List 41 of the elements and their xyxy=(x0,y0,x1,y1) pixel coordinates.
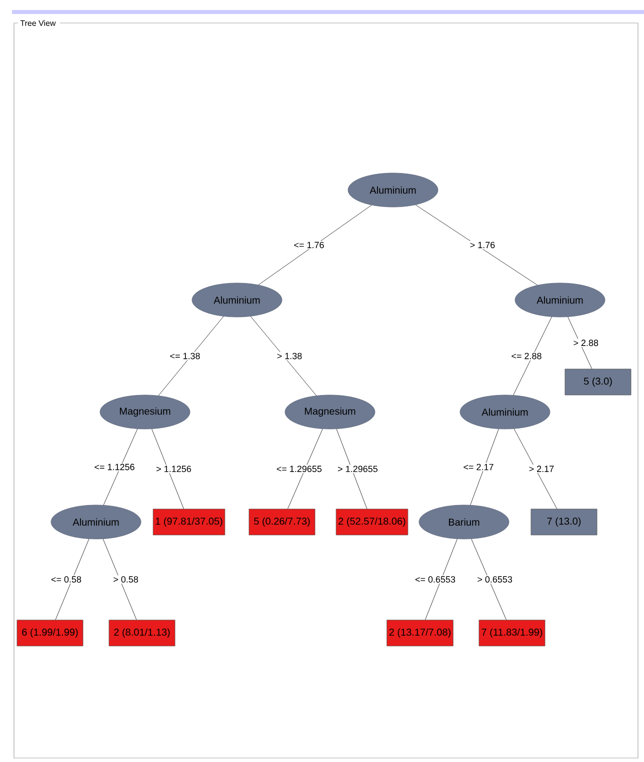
edge-line xyxy=(152,428,184,509)
edge-label: <= 2.17 xyxy=(462,462,495,472)
edge-line xyxy=(336,428,368,509)
edge-label: > 1.38 xyxy=(276,352,304,360)
edge-line xyxy=(103,428,138,506)
edge-label: > 0.6553 xyxy=(476,575,514,584)
edge-line xyxy=(415,204,538,286)
edge-label: > 1.1256 xyxy=(155,464,192,474)
leaf-box: 1 (97.81/37.05) xyxy=(152,508,226,536)
edge-label: <= 1.38 xyxy=(168,352,202,360)
edge-line xyxy=(158,316,224,396)
edge-label: > 1.29655 xyxy=(336,464,379,474)
leaf-box: 5 (3.0) xyxy=(564,368,632,396)
leaf-box: 2 (52.57/18.06) xyxy=(336,508,408,536)
edge-line xyxy=(288,428,323,509)
leaf-box: 7 (11.83/1.99) xyxy=(478,620,546,646)
edge-label: > 0.58 xyxy=(112,575,140,584)
edge-line xyxy=(470,428,499,506)
edge-label: <= 1.29655 xyxy=(275,464,323,474)
edge-label: > 2.88 xyxy=(572,338,600,348)
edge-line xyxy=(258,204,372,286)
edge-label: <= 1.1256 xyxy=(93,462,136,472)
leaf-box: 6 (1.99/1.99) xyxy=(16,620,84,646)
edge-line xyxy=(425,538,458,620)
edge-line xyxy=(514,428,558,509)
edge-label: <= 2.88 xyxy=(510,352,543,360)
leaf-box: 2 (8.01/1.13) xyxy=(108,620,176,646)
leaf-box: 2 (13.17/7.08) xyxy=(386,620,454,646)
leaf-box: 5 (0.26/7.73) xyxy=(248,508,316,536)
edge-line xyxy=(102,538,137,620)
edge-line xyxy=(513,316,552,396)
leaf-box: 7 (13.0) xyxy=(530,508,598,536)
edge-label: <= 1.76 xyxy=(292,240,326,250)
edge-label: > 2.17 xyxy=(528,464,556,473)
edge-label: <= 0.6553 xyxy=(414,575,456,584)
edge-label: <= 0.58 xyxy=(50,575,82,584)
edge-label: > 1.76 xyxy=(468,240,496,250)
panel-title: Tree View xyxy=(20,20,56,26)
edge-line xyxy=(471,538,506,620)
edge-line xyxy=(55,538,90,620)
edge-line xyxy=(250,316,317,396)
